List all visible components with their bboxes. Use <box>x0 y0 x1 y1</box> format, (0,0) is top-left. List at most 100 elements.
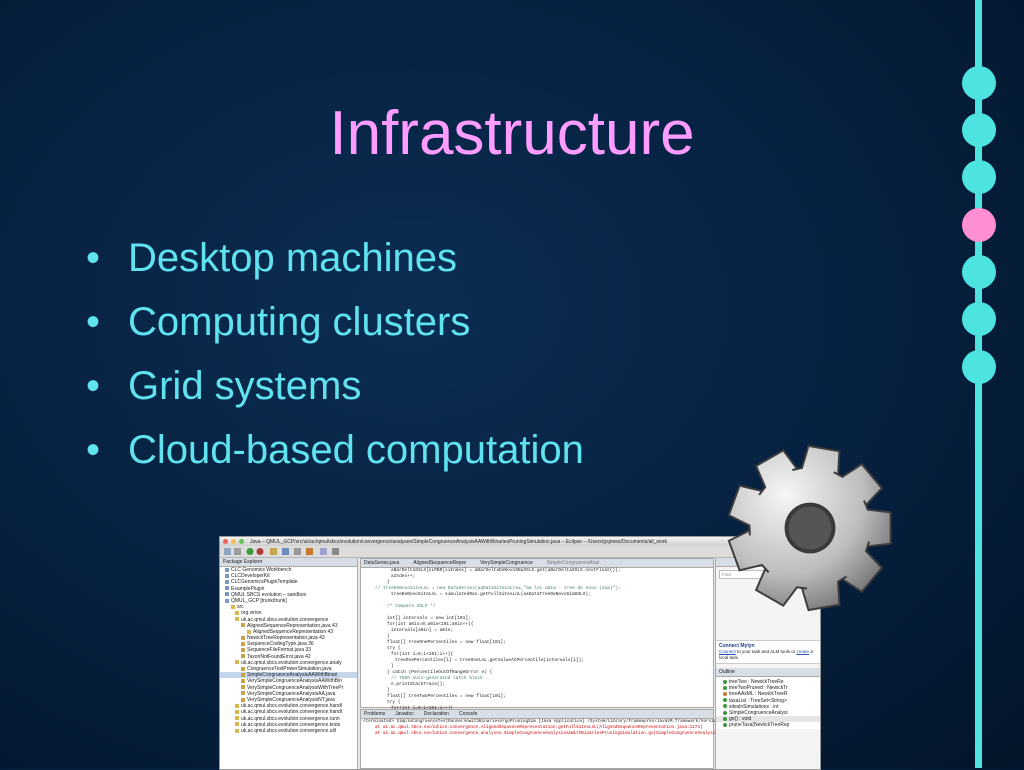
code-line: treeDeNovoSiteLnL = simulatedRax.getFull… <box>391 592 591 597</box>
mylyn-text: Connect to your task and ALM tools or cr… <box>719 649 813 660</box>
toolbar-icons[interactable] <box>220 546 520 557</box>
connect-link[interactable]: Connect <box>719 649 736 654</box>
editor-tabs: DataSeries.java AlignedSequenceRepre VeryS… <box>361 559 713 568</box>
tree-item[interactable]: CLCGenomicsPluginTemplate <box>220 579 357 585</box>
tree-node-icon <box>235 660 239 665</box>
console-tab[interactable]: Console <box>459 711 478 717</box>
bullet-item: •Grid systems <box>86 364 362 408</box>
tree-item[interactable]: uk.ac.qmul.sbcs.evolution.convergence.te… <box>220 722 357 728</box>
decorative-dot <box>962 208 996 242</box>
code-line: // treeDeNovoSiteLnL = new DataSeries(aa… <box>375 586 621 591</box>
tree-item[interactable]: uk.ac.qmul.sbcs.evolution.convergence <box>220 617 357 623</box>
tree-item[interactable]: CLCDeveloperKit <box>220 573 357 579</box>
tree-item[interactable]: uk.ac.qmul.sbcs.evolution.convergence.ha… <box>220 703 357 709</box>
tree-node-icon <box>235 716 239 721</box>
editor-tab[interactable]: VerySimpleCongruence <box>480 560 533 566</box>
code-line: e.printStackTrace(); <box>391 682 446 687</box>
tree-node-icon <box>241 648 245 653</box>
editor-tab[interactable]: DataSeries.java <box>364 560 400 566</box>
tree-item[interactable]: VerySimpleCongruenceAnalysisNT.java <box>220 697 357 703</box>
outline-item[interactable]: treeTwo : NewickTreeRe <box>716 679 820 685</box>
outline-item[interactable]: SimpleCongruenceAnalysi <box>716 710 820 716</box>
outline-item[interactable]: siteslnSimulations : int <box>716 704 820 710</box>
tree-item[interactable]: VerySimpleCongruenceAnalysisWithTreePr <box>220 685 357 691</box>
window-title: Java – QMUL_GCP/src/uk/ac/qmul/sbcs/evol… <box>250 538 667 545</box>
code-line: for(int i=0;i<101;i++){ <box>361 706 713 712</box>
outline-node-icon <box>723 692 727 697</box>
window-title-bar: Java – QMUL_GCP/src/uk/ac/qmul/sbcs/evol… <box>220 537 820 546</box>
tree-item[interactable]: SimpleCongruenceAnalysisAAWithBinari <box>220 672 357 679</box>
console-tabs: Problems Javadoc Declaration Console <box>361 710 713 719</box>
tree-node-icon <box>241 654 245 659</box>
tree-item[interactable]: NewickTreeRepresentation.java 43 <box>220 635 357 641</box>
tree-item[interactable]: AlignedSequenceRepresentation 43 <box>220 629 357 635</box>
code-line: try { <box>387 700 401 705</box>
tree-item[interactable]: AlignedSequenceRepresentation.java 43 <box>220 623 357 629</box>
mylyn-title: Connect Mylyn <box>719 643 755 649</box>
tree-item[interactable]: SequenceCodingType.java 36 <box>220 641 357 647</box>
tree-node-icon <box>241 672 245 677</box>
tree-item[interactable]: uk.ac.qmul.sbcs.evolution.convergence.ru… <box>220 716 357 722</box>
console-line: at uk.ac.qmul.sbcs.evolution.convergence… <box>375 725 703 730</box>
mylyn-connect-panel: Connect Mylyn Connect to your task and A… <box>716 640 820 664</box>
code-line: /* Compare SSLS */ <box>387 604 436 609</box>
code-line: } <box>387 580 390 585</box>
tree-item[interactable]: VerySimpleCongruenceAnalysisAA.java <box>220 691 357 697</box>
tree-item[interactable]: org.virion <box>220 610 357 616</box>
tree-item[interactable]: VerySimpleCongruenceAnalysisAAWithBin <box>220 678 357 684</box>
code-line: aBarDeltaSSLS[nLPBR[siIndex] = aBarDelta… <box>391 568 621 573</box>
outline-item[interactable]: treeAAxML : NewickTreeR <box>716 691 820 697</box>
console-output: <terminated> SimpleCongruenceTestRunnerA… <box>361 719 820 737</box>
console-line: at uk.ac.qmul.sbcs.evolution.convergence… <box>375 731 736 736</box>
editor-tab[interactable]: SimpleCongruenceAnal <box>546 560 600 566</box>
tree-item[interactable]: CLC Genomics Workbench <box>220 567 357 573</box>
tree-node-icon <box>241 666 245 671</box>
tree-item[interactable]: ExamplePlugin <box>220 586 357 592</box>
tree-item[interactable]: QMUL SBCS evolution – sandbox <box>220 592 357 598</box>
code-line: int[] intervals = new int[101]; <box>387 616 471 621</box>
tree-item[interactable]: uk.ac.qmul.sbcs.evolution.convergence.an… <box>220 660 357 666</box>
tree-item[interactable]: QMUL_GCP [trunk/trunk] <box>220 598 357 604</box>
outline-item[interactable]: taxaList : TreeSet<String> <box>716 698 820 704</box>
tree-node-icon <box>241 641 245 646</box>
tree-node-icon <box>241 635 245 640</box>
outline-node-icon <box>723 698 727 703</box>
tab-outline[interactable]: Outline <box>716 668 820 677</box>
console-tab[interactable]: Declaration <box>423 711 450 717</box>
tree-item[interactable]: uk.ac.qmul.sbcs.evolution.convergence.ha… <box>220 709 357 715</box>
editor-tab[interactable]: AlignedSequenceRepre <box>413 560 467 566</box>
slide-title: Infrastructure <box>329 99 695 168</box>
code-editor[interactable]: DataSeries.java AlignedSequenceRepre VeryS… <box>360 558 714 717</box>
outline-node-icon <box>723 722 727 727</box>
tree-item[interactable]: TaxonNotFoundError.java 42 <box>220 654 357 660</box>
close-window-button[interactable] <box>223 539 228 544</box>
tree-item[interactable]: uk.ac.qmul.sbcs.evolution.convergence.ut… <box>220 728 357 734</box>
bullet-item: •Cloud-based computation <box>86 428 584 472</box>
outline-item[interactable]: go() : void <box>716 716 820 723</box>
create-link[interactable]: create <box>796 649 810 654</box>
outline-item[interactable]: treeTwoPruned : NewickTr <box>716 685 820 691</box>
tree-node-icon <box>225 573 229 578</box>
decorative-dot <box>962 160 996 194</box>
tree-node-icon <box>235 703 239 708</box>
tree-item[interactable]: SequenceFileFormat.java 33 <box>220 647 357 653</box>
tree-item[interactable]: CongruenceTestPowerSimulation.java <box>220 666 357 672</box>
outline-item[interactable]: pruneTaxa(NewickTreeRep <box>716 722 820 728</box>
tree-node-icon <box>225 598 229 603</box>
decorative-dot <box>962 350 996 384</box>
minimize-window-button[interactable] <box>231 539 236 544</box>
tab-package-explorer[interactable]: Package Explorer <box>220 558 357 567</box>
tree-node-icon <box>225 580 229 585</box>
console-tab[interactable]: Javadoc <box>395 711 414 717</box>
tree-node-icon <box>241 685 245 690</box>
code-line: intervals[a0in] = a0in; <box>391 628 454 633</box>
code-line: // TODO Auto-generated catch block <box>391 676 483 681</box>
tree-node-icon <box>235 617 239 622</box>
tree-item[interactable]: src <box>220 604 357 610</box>
tree-node-icon <box>241 623 245 628</box>
console-tab[interactable]: Problems <box>364 711 386 717</box>
code-line: for(int i=0;i<101;i++){ <box>391 652 454 657</box>
decorative-dot <box>962 66 996 100</box>
zoom-window-button[interactable] <box>239 539 244 544</box>
